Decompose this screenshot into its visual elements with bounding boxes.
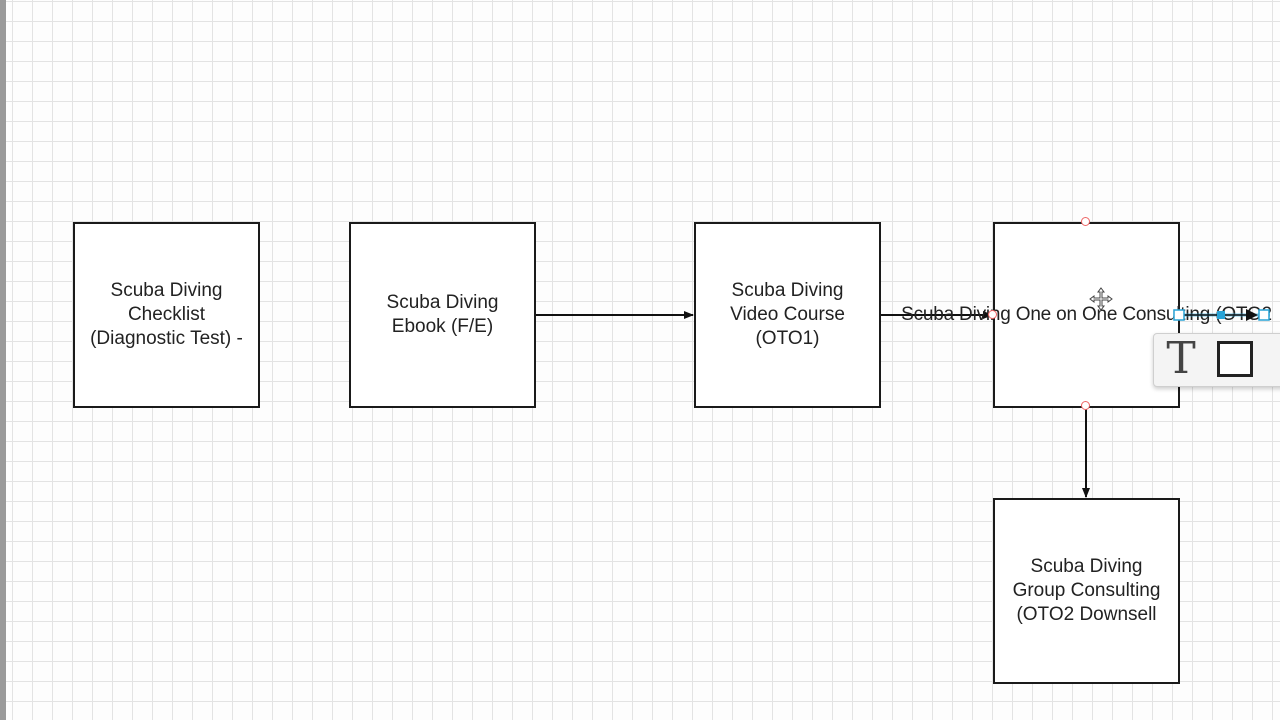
shape-label: Scuba Diving Checklist (Diagnostic Test)… — [90, 280, 243, 349]
connection-handle-bottom[interactable] — [1081, 401, 1090, 410]
shape-scuba-diving-ebook[interactable]: Scuba Diving Ebook (F/E) — [349, 222, 536, 408]
connection-handle-top[interactable] — [1081, 217, 1090, 226]
shape-label: Scuba Diving Ebook (F/E) — [386, 292, 499, 337]
shape-label: Scuba Diving Video Course (OTO1) — [730, 280, 845, 349]
shape-scuba-diving-checklist[interactable]: Scuba Diving Checklist (Diagnostic Test)… — [73, 222, 260, 408]
shape-scuba-diving-video-course[interactable]: Scuba Diving Video Course (OTO1) — [694, 222, 881, 408]
text-tool-icon[interactable]: T — [1166, 333, 1196, 384]
connection-handle-left[interactable] — [988, 310, 997, 319]
shape-label: Scuba Diving Group Consulting (OTO2 Down… — [1012, 556, 1161, 625]
canvas-left-border — [0, 0, 6, 720]
move-cursor-icon — [1089, 287, 1113, 311]
shape-label: Scuba Diving One on One Consulting (OTO2 — [901, 304, 1272, 325]
rectangle-tool-icon[interactable] — [1217, 341, 1253, 377]
shape-picker-popup: T — [1153, 333, 1280, 387]
shape-scuba-diving-group-consulting[interactable]: Scuba Diving Group Consulting (OTO2 Down… — [993, 498, 1180, 684]
shape-scuba-diving-one-on-one-consulting[interactable]: Scuba Diving One on One Consulting (OTO2 — [901, 222, 1272, 408]
